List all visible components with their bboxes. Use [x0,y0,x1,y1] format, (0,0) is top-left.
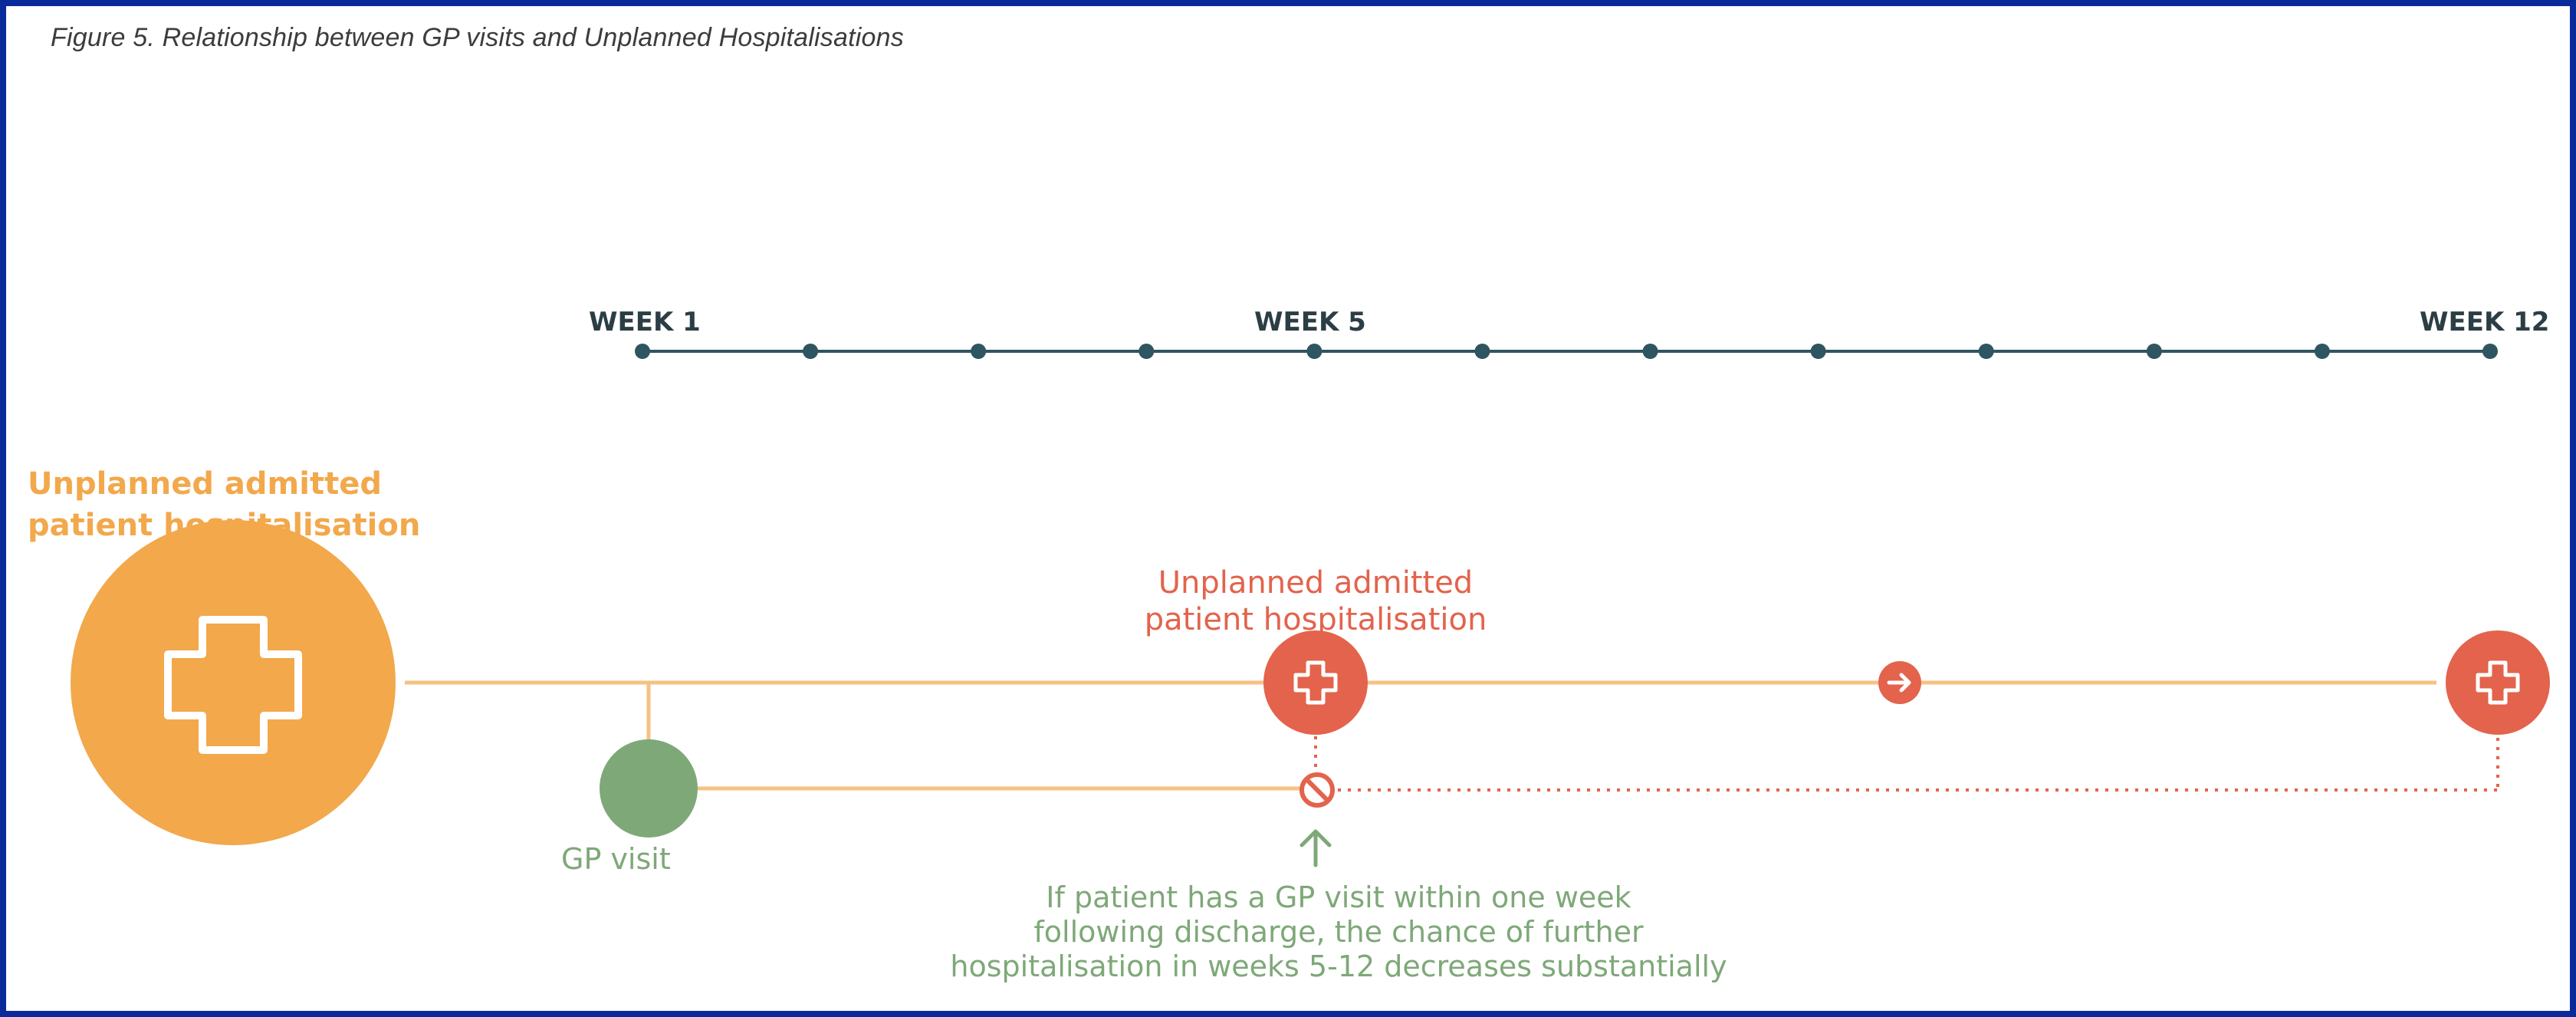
week-tick-dot [1978,344,1994,359]
week-tick-dot [1810,344,1826,359]
gp-visit-label: GP visit [561,842,671,876]
week-tick-dot [2482,344,2498,359]
week-tick-dot [2146,344,2162,359]
continue-arrow-icon [1878,661,1921,704]
week-tick-dot [803,344,819,359]
week-tick-dot [1138,344,1155,359]
diagram-canvas [71,344,2550,867]
week12-hospitalisation-node [2446,630,2550,735]
week-tick-dot [1474,344,1490,359]
figure-caption: Figure 5. Relationship between GP visits… [51,23,904,52]
gp-effect-annotation: If patient has a GP visit within one wee… [950,880,1727,983]
week5-hospitalisation-node [1263,630,1368,735]
week-tick-dot [635,344,650,359]
week-timeline [635,344,2498,359]
pathway-lines [405,680,2499,792]
initial-hospitalisation-node [71,520,396,845]
week-1-label: WEEK 1 [589,307,701,337]
week-12-label: WEEK 12 [2420,307,2550,337]
figure-frame: Figure 5. Relationship between GP visits… [6,6,2570,1011]
prevented-icon [1300,772,1335,808]
cross-icon [2476,660,2520,705]
cross-icon [1293,660,1338,705]
up-arrow-icon [1300,829,1332,867]
cross-icon [164,616,302,754]
gp-visit-node [600,739,698,838]
initial-hospitalisation-label: Unplanned admitted patient hospitalisati… [28,466,421,543]
week-ticks [635,344,2498,359]
week-tick-dot [971,344,987,359]
week5-hospitalisation-label: Unplanned admitted patient hospitalisati… [1144,565,1487,637]
week-5-label: WEEK 5 [1254,307,1366,337]
week-tick-dot [1306,344,1322,359]
week-tick-dot [2314,344,2330,359]
week-tick-dot [1642,344,1658,359]
